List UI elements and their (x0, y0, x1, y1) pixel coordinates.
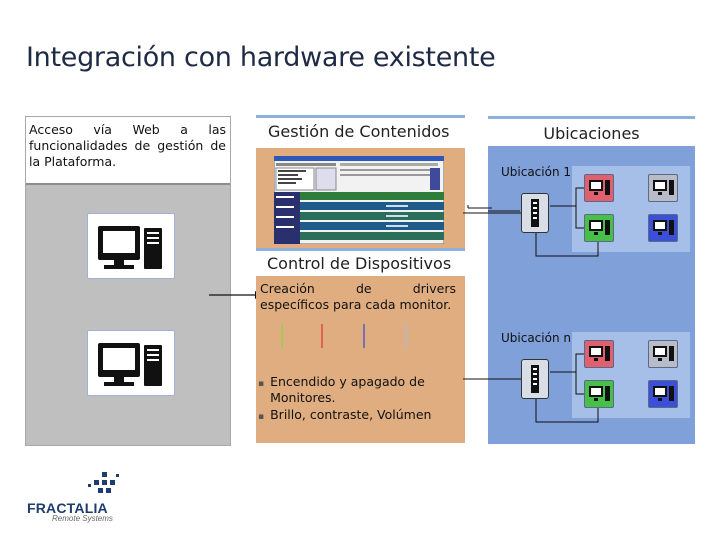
computer-icon (98, 343, 162, 386)
computer-card-1 (87, 213, 175, 279)
driver-lines (281, 324, 407, 348)
monitor-icon (648, 214, 678, 242)
web-access-panel: Acceso vía Web a las funcionalidades de … (25, 116, 231, 446)
location-1-label: Ubicación 1 (501, 165, 572, 179)
monitor-icon (648, 380, 678, 408)
bullet-icon: ▪ (258, 412, 265, 422)
slide-title: Integración con hardware existente (26, 42, 496, 73)
software-screenshot-icon (274, 156, 444, 244)
web-access-description: Acceso vía Web a las funcionalidades de … (29, 122, 226, 169)
web-access-header: Acceso vía Web a las funcionalidades de … (26, 117, 230, 185)
server-rack-icon (521, 359, 549, 399)
location-n-label: Ubicación n (501, 331, 571, 345)
location-1-connector (467, 205, 492, 209)
bullet-item-2: ▪ Brillo, contraste, Volúmen (258, 407, 458, 425)
panel-to-location-connectors (463, 212, 521, 380)
monitor-icon (648, 174, 678, 202)
monitor-icon (584, 174, 614, 202)
device-control-description-1: Creación de drivers (260, 281, 456, 296)
monitor-icon (584, 380, 614, 408)
brand-name: FRACTALIA (27, 500, 108, 516)
content-management-header: Gestión de Contenidos (256, 115, 465, 148)
monitor-icon (584, 214, 614, 242)
locations-header: Ubicaciones (488, 116, 695, 146)
location-1-diagram (488, 187, 599, 257)
brand-tagline: Remote Systems (52, 514, 113, 523)
device-control-panel (256, 276, 465, 443)
server-rack-icon (521, 193, 549, 233)
computer-card-2 (87, 330, 175, 396)
device-control-header: Control de Dispositivos (256, 248, 465, 276)
computer-icon (98, 226, 162, 269)
bullet-item-1: ▪ Encendido y apagado de Monitores. (258, 374, 458, 406)
device-control-description-2: específicos para cada monitor. (260, 297, 452, 312)
content-management-panel (256, 148, 465, 248)
device-control-bullets: ▪ Encendido y apagado de Monitores. ▪ Bril… (258, 374, 458, 425)
bullet-text: Encendido y apagado de Monitores. (270, 374, 425, 405)
monitor-icon (648, 340, 678, 368)
bullet-icon: ▪ (258, 379, 265, 389)
fractalia-logo-icon (88, 472, 119, 493)
bullet-text: Brillo, contraste, Volúmen (270, 407, 432, 422)
monitor-icon (584, 340, 614, 368)
